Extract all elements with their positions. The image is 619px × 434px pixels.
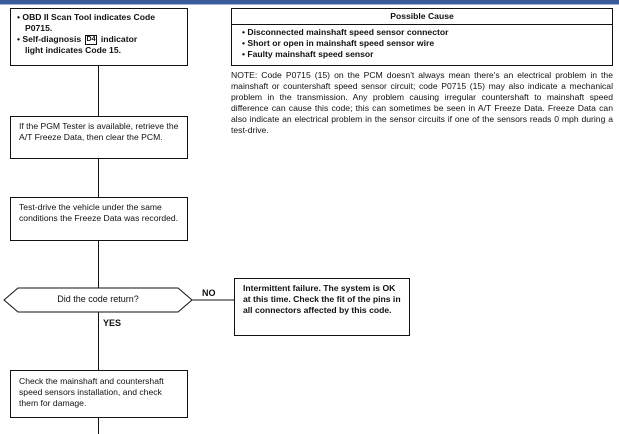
connector-line <box>98 312 99 370</box>
start-line-4: light indicates Code 15. <box>25 45 121 55</box>
step-pgm-tester-box: If the PGM Tester is available, retrieve… <box>10 116 188 159</box>
connector-line <box>98 241 99 288</box>
possible-cause-header: Possible Cause <box>232 9 612 25</box>
step-test-drive-box: Test-drive the vehicle under the same co… <box>10 197 188 241</box>
step-check-sensors-box: Check the mainshaft and countershaft spe… <box>10 370 188 418</box>
intermittent-failure-box: Intermittent failure. The system is OK a… <box>234 278 410 336</box>
start-box: • OBD II Scan Tool indicates Code P0715.… <box>10 8 188 66</box>
start-line-3-post: indicator <box>100 34 138 44</box>
note-text: NOTE: Code P0715 (15) on the PCM doesn't… <box>231 70 613 135</box>
no-label: NO <box>202 288 216 298</box>
step-pgm-text: If the PGM Tester is available, retrieve… <box>19 121 179 142</box>
start-line-3: • Self-diagnosis D4 indicator <box>17 34 181 45</box>
connector-line <box>98 66 99 116</box>
possible-cause-list: • Disconnected mainshaft speed sensor co… <box>232 25 612 63</box>
start-line-1: • OBD II Scan Tool indicates Code <box>17 12 155 22</box>
step-test-drive-text: Test-drive the vehicle under the same co… <box>19 202 179 223</box>
connector-line <box>98 418 99 434</box>
possible-cause-box: Possible Cause • Disconnected mainshaft … <box>231 8 613 66</box>
cause-item: • Disconnected mainshaft speed sensor co… <box>242 27 449 37</box>
yes-label: YES <box>103 318 122 328</box>
window-top-bar <box>0 0 619 5</box>
start-line-2: P0715. <box>25 23 53 33</box>
step-check-text: Check the mainshaft and countershaft spe… <box>19 376 164 408</box>
d4-indicator-icon: D4 <box>84 35 98 45</box>
intermittent-text: Intermittent failure. The system is OK a… <box>243 283 401 315</box>
decision-question: Did the code return? <box>57 294 139 304</box>
cause-item: • Faulty mainshaft speed sensor <box>242 49 374 59</box>
start-line-3-pre: • Self-diagnosis <box>17 34 82 44</box>
cause-item: • Short or open in mainshaft speed senso… <box>242 38 435 48</box>
connector-line <box>98 159 99 197</box>
